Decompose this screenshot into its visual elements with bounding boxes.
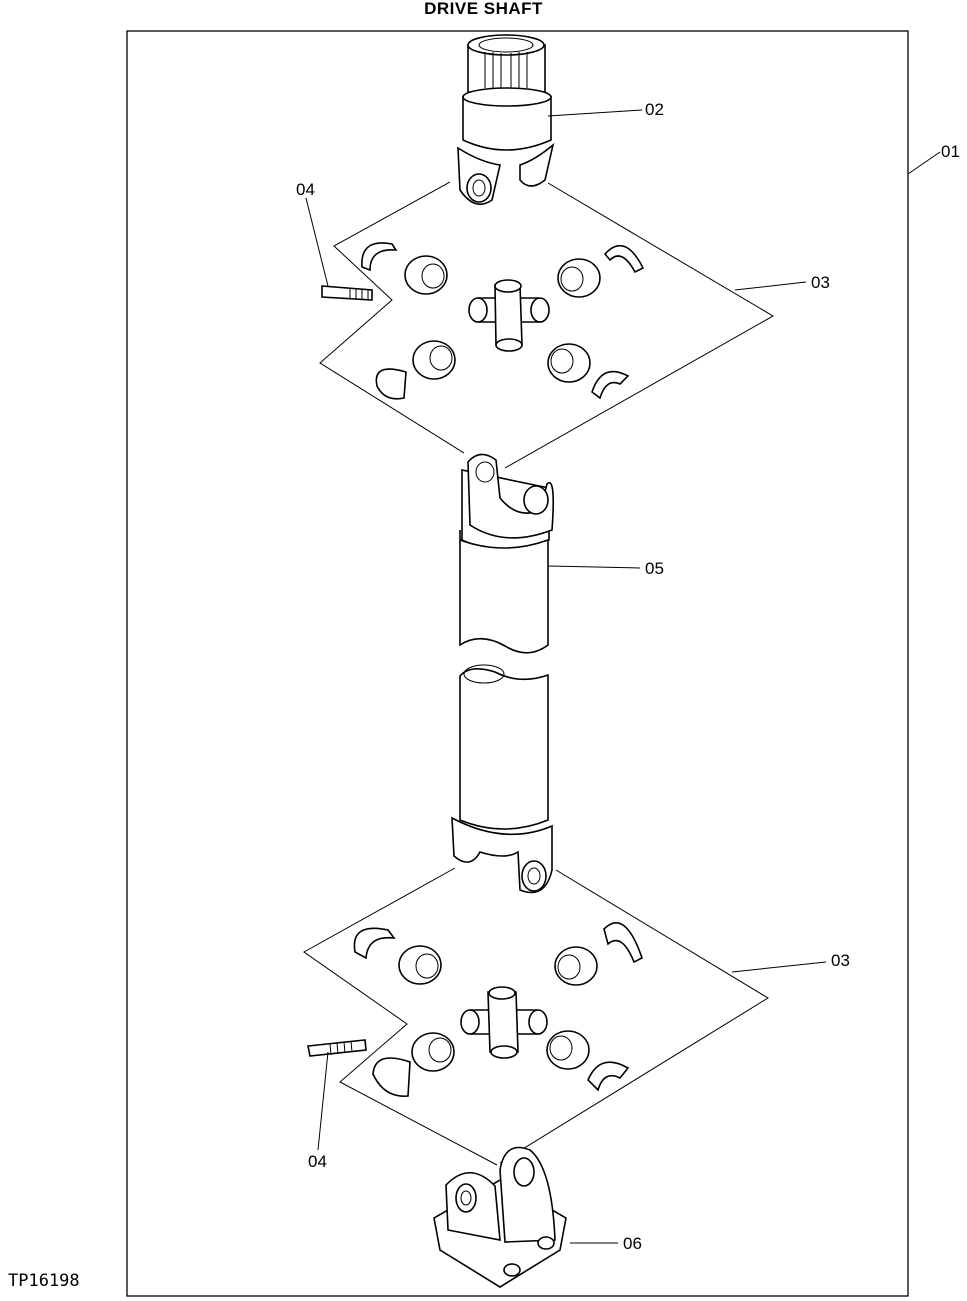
callout-03-lower: 03 <box>831 951 850 970</box>
upper-bearing-kit-outline <box>319 181 774 469</box>
upper-universal-joint-cross-icon <box>468 279 550 352</box>
upper-retaining-strap-icon <box>361 242 645 400</box>
callout-05: 05 <box>645 559 664 578</box>
assembly-frame <box>126 30 909 1297</box>
splined-slip-yoke-icon <box>457 34 555 206</box>
callout-06: 06 <box>623 1234 642 1253</box>
flange-yoke-icon <box>433 1146 567 1288</box>
callout-03-upper: 03 <box>811 273 830 292</box>
leader-lines <box>305 109 941 1244</box>
callout-01: 01 <box>941 142 960 161</box>
figure-reference: TP16198 <box>8 1271 80 1291</box>
callout-04-lower: 04 <box>308 1152 327 1171</box>
lower-retaining-strap-icon <box>353 922 643 1097</box>
lower-bearing-kit-outline <box>303 867 769 1166</box>
callout-02: 02 <box>645 100 664 119</box>
lower-cap-screw-icon <box>307 1039 367 1057</box>
upper-cap-screw-icon <box>321 285 373 301</box>
shaft-tube-icon <box>451 453 554 894</box>
lower-bearing-cup-icon <box>398 945 598 1072</box>
lower-universal-joint-cross-icon <box>460 986 548 1059</box>
diagram-title: DRIVE SHAFT <box>424 0 543 18</box>
upper-bearing-cup-icon <box>404 255 601 383</box>
callout-04-upper: 04 <box>296 180 315 199</box>
